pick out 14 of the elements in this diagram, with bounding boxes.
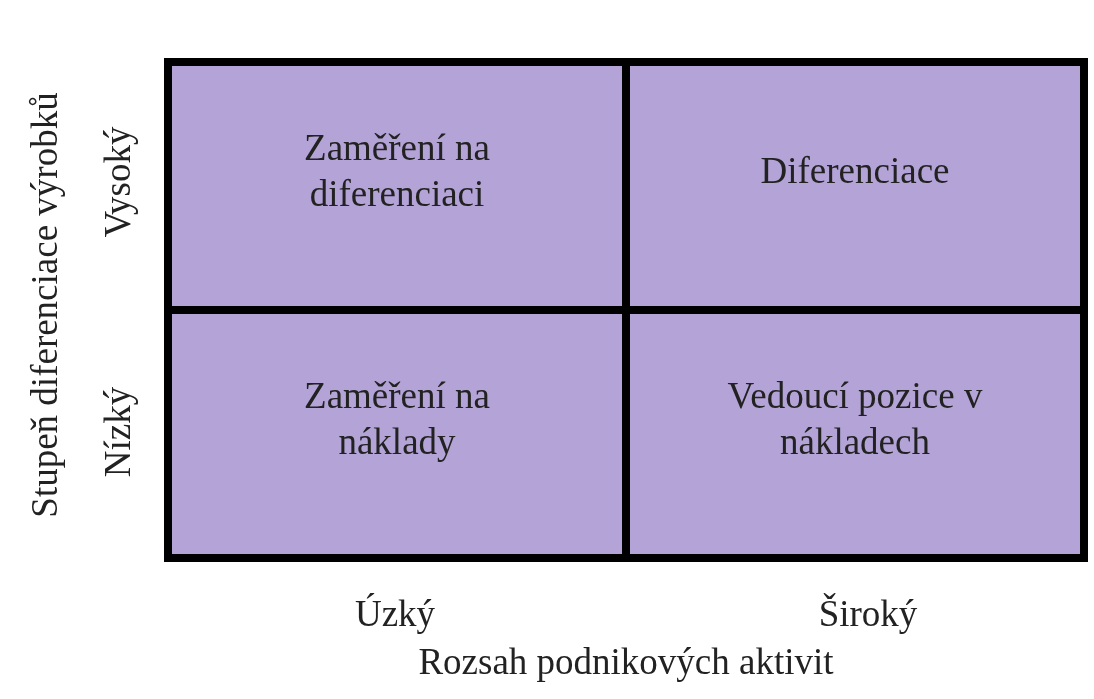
quadrant-cell bbox=[630, 314, 1080, 554]
axis-level-label: Vysoký bbox=[96, 126, 139, 238]
quadrant-label: Diferenciace bbox=[759, 149, 951, 193]
quadrant-label: Zaměření na náklady bbox=[303, 374, 491, 464]
axis-title: Rozsah podnikových aktivit bbox=[418, 640, 834, 684]
quadrant-label: Zaměření na diferenciaci bbox=[303, 126, 491, 216]
axis-level-label: Široký bbox=[818, 592, 918, 636]
axis-title: Stupeň diferenciace výrobků bbox=[23, 92, 66, 518]
quadrant-cell bbox=[172, 66, 622, 306]
axis-level-label: Nízký bbox=[96, 386, 139, 478]
quadrant-cell bbox=[172, 314, 622, 554]
quadrant-cell bbox=[630, 66, 1080, 306]
axis-level-label: Úzký bbox=[354, 592, 436, 636]
quadrant-label: Vedoucí pozice v nákladech bbox=[726, 374, 984, 464]
